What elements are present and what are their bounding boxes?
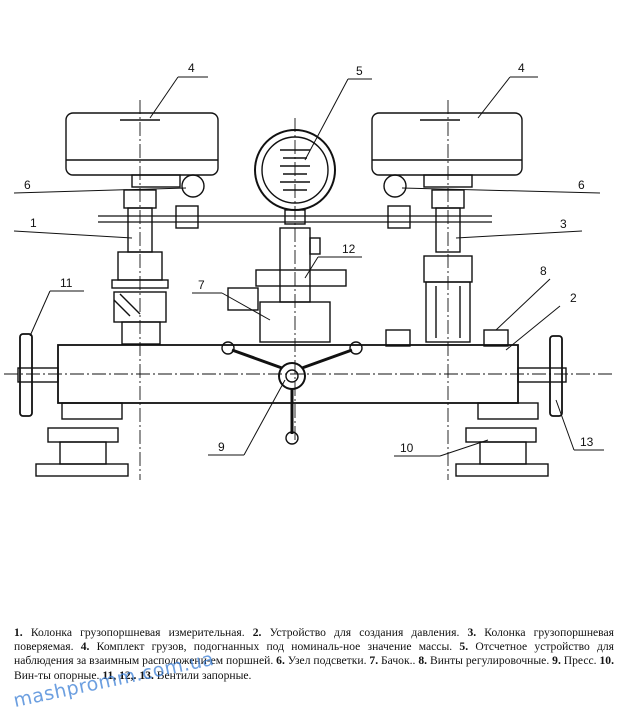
legend-caption: 1. Колонка грузопоршневая измерительная.… — [14, 626, 614, 683]
legend-num-8: 8. — [418, 654, 428, 668]
valve-12 — [255, 269, 347, 287]
callout-10: 10 — [400, 441, 414, 455]
callout-2: 2 — [570, 291, 577, 305]
callout-6-left: 6 — [24, 178, 31, 192]
pressure-tester-diagram: 4 4 5 6 6 1 3 12 8 11 7 2 9 10 13 — [4, 61, 612, 480]
weight-set-right — [371, 112, 523, 188]
callout-7: 7 — [198, 278, 205, 292]
legend-num-5: 5. — [459, 640, 469, 654]
illumination-right — [383, 174, 407, 198]
legend-num-11: 11, 12,. 13. — [102, 668, 154, 682]
callout-4-right: 4 — [518, 61, 525, 75]
legend-text-5: Отсчетное устройство для наблюдения за в… — [14, 640, 615, 668]
callout-3: 3 — [560, 217, 567, 231]
legend-text-11: Вентили запорные. — [156, 668, 252, 682]
valve-13 — [517, 335, 567, 417]
legend-text-2: Устройство для создания давления. — [269, 626, 460, 639]
legend-num-9: 9. — [552, 654, 561, 668]
callout-6-right: 6 — [578, 178, 585, 192]
callout-8: 8 — [540, 264, 547, 278]
valve-11 — [17, 333, 59, 417]
legend-num-6: 6. — [276, 654, 285, 668]
legend-text-4: Комплект грузов, подогнанных под номинал… — [96, 640, 453, 654]
adjust-screw-right — [483, 329, 509, 347]
legend-text-8: Винты регулировочные. — [429, 654, 550, 668]
illumination-left — [181, 174, 205, 198]
legend-num-1: 1. — [14, 626, 23, 639]
legend-num-4: 4. — [80, 640, 90, 654]
callout-9: 9 — [218, 440, 225, 454]
weight-set-left — [65, 112, 219, 188]
callout-12: 12 — [342, 242, 356, 256]
legend-text-7: Бачок.. — [381, 654, 416, 668]
legend-text-9: Пресс. — [563, 654, 597, 668]
support-foot-right — [455, 402, 549, 477]
callout-13: 13 — [580, 435, 594, 449]
callout-5: 5 — [356, 64, 363, 78]
callout-4-left: 4 — [188, 61, 195, 75]
legend-num-3: 3. — [467, 626, 477, 639]
callout-11: 11 — [60, 276, 73, 290]
legend-text-3: Колонка грузопоршневая поверяемая. — [14, 626, 614, 654]
adjust-screw-left — [385, 329, 411, 347]
legend-num-2: 2. — [252, 626, 262, 639]
legend-text-10: Вин-ты опорные. — [14, 668, 100, 682]
legend-text-1: Колонка грузопоршневая измерительная. — [30, 626, 245, 639]
legend-num-7: 7. — [369, 654, 379, 668]
press — [221, 341, 363, 445]
legend-num-10: 10. — [599, 654, 614, 668]
support-foot-left — [35, 402, 129, 477]
callout-1: 1 — [30, 216, 37, 230]
legend-text-6: Узел подсветки. — [287, 654, 367, 668]
